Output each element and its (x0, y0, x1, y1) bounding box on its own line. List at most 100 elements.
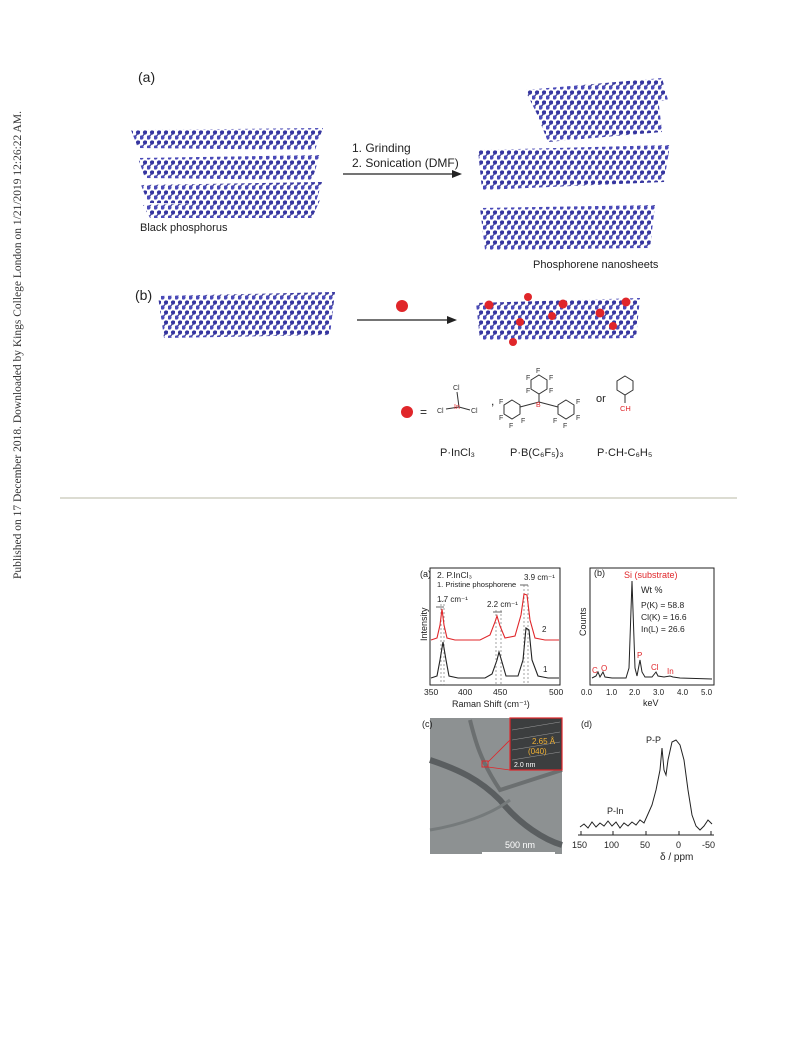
pristine-sheet-structure (158, 292, 335, 338)
svg-text:F: F (553, 418, 557, 425)
nmr-xtick-50: 50 (640, 840, 650, 850)
tem-panel: 2.65 Å (040) 2.0 nm (c) 500 nm (422, 717, 563, 854)
svg-text:F: F (509, 423, 513, 430)
edx-spectrum (591, 580, 713, 680)
raman-legend-1: 1. Pristine phosphorene (437, 580, 516, 589)
raman-xtick-400: 400 (458, 687, 472, 697)
edx-xtick-2: 2.0 (629, 688, 641, 697)
arrow-functionalization (357, 316, 457, 324)
raman-trace-2-label: 2 (542, 625, 547, 634)
tem-inset-spacing: 2.65 Å (532, 737, 556, 746)
adsorbate-sphere-icon (396, 300, 408, 312)
scheme-a-label: (a) (138, 69, 155, 85)
phosphorene-nanosheets-label: Phosphorene nanosheets (533, 259, 659, 271)
svg-text:F: F (563, 423, 567, 430)
edx-ylabel: Counts (578, 607, 588, 636)
edx-xtick-5: 5.0 (701, 688, 713, 697)
legend-sphere-icon (401, 406, 413, 418)
svg-text:F: F (499, 415, 503, 422)
or-text: or (596, 393, 606, 405)
svg-text:F: F (549, 375, 553, 382)
nmr-pp-label: P-P (646, 735, 661, 745)
incl3-structure: Cl Cl Cl In (437, 385, 478, 415)
edx-peak-cl: Cl (651, 663, 659, 672)
product-chc6h5: P·CH-C₆H₅ (597, 447, 652, 459)
product-bc6f5: P·B(C₆F₅)₃ (510, 447, 564, 459)
raman-trace-2 (430, 593, 559, 641)
edx-xtick-3: 3.0 (653, 688, 665, 697)
tem-scale-bar-label: 500 nm (505, 840, 535, 850)
edx-panel: (b) Si (substrate) Wt % P(K) = 58.8 Cl(K… (578, 567, 715, 708)
raman-xtick-450: 450 (493, 687, 507, 697)
nmr-spectrum (579, 739, 713, 831)
arrow-exfoliation (343, 170, 462, 178)
scheme-b-label: (b) (135, 287, 152, 303)
edx-xtick-1: 1.0 (606, 688, 618, 697)
raman-panel: (a) 2. P.InCl₃ 1. Pristine phosphorene 1… (419, 567, 563, 709)
svg-text:F: F (549, 388, 553, 395)
raman-xtick-500: 500 (549, 687, 563, 697)
phosphorene-nanosheets-structure (478, 78, 670, 250)
nmr-xtick-neg50: -50 (702, 840, 715, 850)
edx-si-label: Si (substrate) (624, 570, 678, 580)
ch-group: CH (620, 404, 631, 413)
svg-text:B: B (536, 402, 541, 409)
edx-in-wt: In(L) = 26.6 (641, 624, 685, 634)
raman-panel-label: (a) (420, 569, 431, 579)
raman-shift-3: 3.9 cm⁻¹ (524, 573, 555, 582)
edx-peak-c: C (592, 666, 598, 675)
edx-panel-label: (b) (594, 568, 605, 578)
svg-text:Cl: Cl (453, 385, 460, 392)
product-incl3: P·InCl₃ (440, 447, 475, 459)
edx-wt-title: Wt % (641, 585, 663, 595)
svg-text:F: F (499, 399, 503, 406)
functionalized-sheet-structure (476, 293, 640, 346)
svg-text:F: F (521, 418, 525, 425)
raman-trace-1-label: 1 (543, 665, 548, 674)
nmr-xtick-150: 150 (572, 840, 587, 850)
svg-text:In: In (454, 404, 460, 411)
raman-shift-1: 1.7 cm⁻¹ (437, 595, 468, 604)
raman-legend-2: 2. P.InCl₃ (437, 570, 472, 580)
nmr-panel-label: (d) (581, 719, 592, 729)
black-phosphorus-label: Black phosphorus (140, 222, 228, 234)
nmr-xtick-0: 0 (676, 840, 681, 850)
svg-text:F: F (576, 415, 580, 422)
edx-peak-in: In (667, 667, 674, 676)
svg-text:F: F (526, 388, 530, 395)
svg-text:Cl: Cl (437, 408, 444, 415)
equals-sign: = (420, 405, 427, 419)
svg-text:F: F (536, 368, 540, 375)
svg-text:F: F (576, 399, 580, 406)
step-sonication: 2. Sonication (DMF) (352, 156, 459, 170)
svg-text:Cl: Cl (471, 408, 478, 415)
benzylidene-structure (616, 375, 634, 403)
edx-peak-o: O (601, 664, 607, 673)
edx-xlabel: keV (643, 698, 659, 708)
tem-inset-scale: 2.0 nm (514, 762, 536, 769)
edx-xtick-4: 4.0 (677, 688, 689, 697)
edx-p-wt: P(K) = 58.8 (641, 600, 685, 610)
bc6f5-structure (503, 374, 575, 420)
black-phosphorus-structure (131, 128, 323, 218)
edx-peak-p: P (637, 651, 642, 660)
raman-xtick-350: 350 (424, 687, 438, 697)
nmr-xlabel: δ / ppm (660, 852, 693, 863)
raman-trace-1 (430, 627, 559, 679)
raman-ylabel: Intensity (419, 607, 429, 641)
step-grinding: 1. Grinding (352, 141, 411, 155)
svg-text:F: F (526, 375, 530, 382)
nmr-panel: (d) P-P P-In 150 100 50 0 -50 δ / ppm (572, 719, 715, 863)
raman-shift-2: 2.2 cm⁻¹ (487, 600, 518, 609)
raman-xlabel: Raman Shift (cm⁻¹) (452, 699, 530, 709)
nmr-pin-label: P-In (607, 806, 624, 816)
bc6f5-atom-labels: F F F F F F F F F F F F F B (499, 368, 580, 430)
reaction-scheme: (a) (b) Black phosphorus 1. Grinding 2. … (131, 69, 670, 459)
tem-panel-label: (c) (422, 719, 433, 729)
section-divider (60, 497, 737, 499)
nmr-xtick-100: 100 (604, 840, 619, 850)
edx-xtick-0: 0.0 (581, 688, 593, 697)
comma: , (491, 394, 494, 408)
tem-inset-plane: (040) (528, 747, 547, 756)
